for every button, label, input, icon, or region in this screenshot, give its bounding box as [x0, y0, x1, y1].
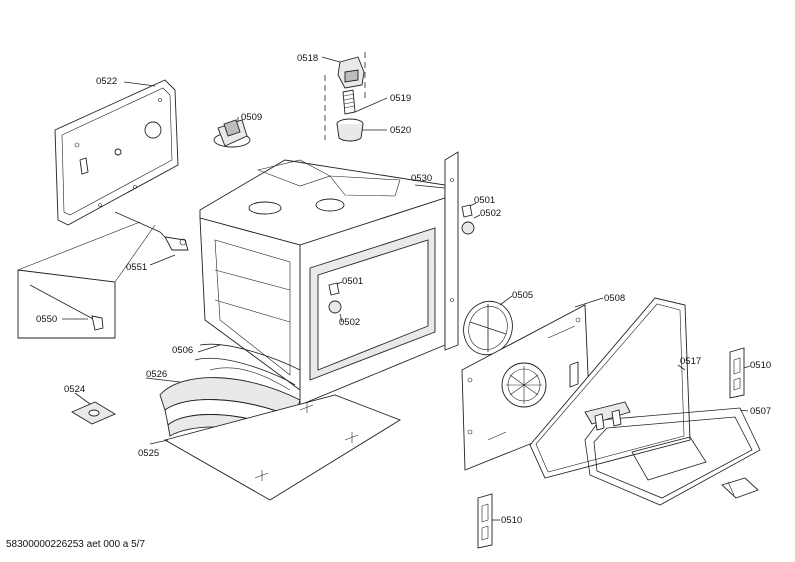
callout-0501-lower: 0501	[342, 276, 363, 287]
callout-0508: 0508	[604, 293, 625, 304]
callout-0502-upper: 0502	[480, 208, 501, 219]
callout-0509: 0509	[241, 112, 262, 123]
callout-0519: 0519	[390, 93, 411, 104]
callout-0550: 0550	[36, 314, 57, 325]
callout-0522: 0522	[96, 76, 117, 87]
part-0520-lamp-cover	[336, 118, 364, 142]
callout-0530: 0530	[411, 173, 432, 184]
part-0522-rear-panel	[54, 79, 179, 226]
callout-0505: 0505	[512, 290, 533, 301]
part-0506-bottom-heater	[194, 343, 301, 391]
part-0517-door-seal	[529, 297, 691, 479]
part-0502-lamp-upper	[461, 221, 475, 235]
callout-0502-lower: 0502	[339, 317, 360, 328]
callout-0507: 0507	[750, 406, 771, 417]
document-id: 58300000226253 aet 000 a 5/7	[6, 539, 146, 550]
callout-0525: 0525	[138, 448, 159, 459]
callout-0506: 0506	[172, 345, 193, 356]
part-0501-lamp-upper	[461, 204, 473, 218]
part-0507-grill-element	[584, 401, 761, 506]
part-0510-hinge-lower	[477, 493, 493, 549]
part-0505-fan-ring	[463, 300, 513, 356]
callout-0551: 0551	[126, 262, 147, 273]
callout-0510-lower: 0510	[501, 515, 522, 526]
callout-0501-upper: 0501	[474, 195, 495, 206]
callout-0517: 0517	[680, 356, 701, 367]
part-0501-lamp-lower	[328, 282, 340, 296]
part-0510-hinge-upper	[729, 347, 745, 399]
callout-0526: 0526	[146, 369, 167, 380]
part-bracket	[721, 477, 759, 499]
part-0551-sensor	[114, 211, 189, 251]
part-0509-motor	[213, 119, 251, 148]
part-0525-bottom-plate	[163, 394, 402, 501]
callout-0524: 0524	[64, 384, 85, 395]
callout-0518: 0518	[297, 53, 318, 64]
part-0530-oven-cavity	[199, 151, 459, 406]
callout-0520: 0520	[390, 125, 411, 136]
part-0518-lamp-socket	[337, 56, 365, 89]
part-0519-spring	[342, 89, 356, 115]
part-0524-pad	[71, 401, 116, 425]
part-0502-lamp-lower	[328, 300, 342, 314]
callout-0510-upper: 0510	[750, 360, 771, 371]
part-0550-detail-box	[17, 221, 156, 339]
